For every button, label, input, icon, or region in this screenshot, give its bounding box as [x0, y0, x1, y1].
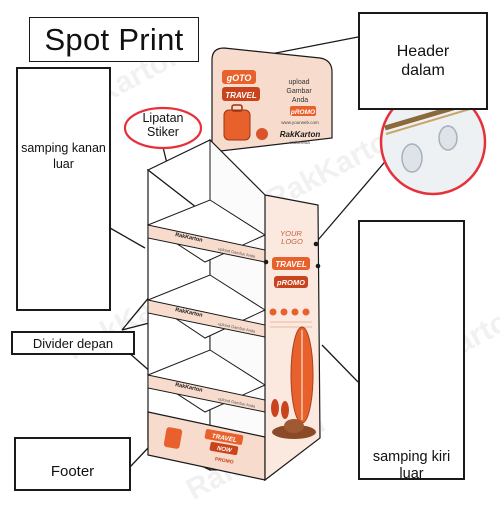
social-icon-3: [291, 308, 299, 316]
header-upload-line2: Gambar: [286, 88, 312, 95]
header-upload-line3: Anda: [292, 97, 308, 104]
footer-travel-text: TRAVEL: [211, 433, 237, 444]
title-box: Spot Print: [29, 17, 199, 62]
zoom-cardboard-edge-inner: [385, 105, 481, 135]
lipatan-stiker-label: Lipatan Stiker: [142, 111, 184, 140]
side-your-logo-text: YOUR LOGO: [280, 229, 304, 246]
leader-samping-kiri: [321, 344, 359, 383]
samping-kanan-luar-box: samping kanan luar: [16, 67, 111, 311]
footer-travel-badge: [204, 429, 244, 445]
side-your-logo-line2: LOGO: [281, 237, 303, 246]
footer-now-text: NOW: [216, 446, 233, 455]
leader-zoom: [317, 149, 396, 241]
social-icon-1: [269, 308, 277, 316]
header-goto-badge: [222, 70, 256, 84]
hat-crown-icon: [284, 419, 304, 433]
social-icon-4: [302, 308, 310, 316]
zoom-hook-icon: [401, 143, 423, 173]
side-your-logo-line1: YOUR: [280, 229, 302, 238]
zoom-hook-icon: [438, 125, 458, 151]
header-promo-text: pROMO: [290, 109, 315, 116]
bag-icon: [256, 128, 268, 140]
footer-promo-text: PROMO: [214, 456, 234, 465]
social-icon-2: [280, 308, 288, 316]
samping-kiri-luar-box: samping kiri luar: [358, 220, 465, 482]
header-promo-badge: [290, 106, 316, 116]
divider-depan-label: Divider depan: [32, 335, 114, 351]
header-travel-text: TRAVEL: [225, 91, 257, 100]
sandal-icon-left: [271, 399, 279, 417]
divider-2-brand: RakKarton: [175, 307, 204, 319]
header-upload-line1: upload: [289, 79, 310, 86]
side-travel-text: TRAVEL: [275, 260, 307, 269]
footer-box: Footer: [14, 437, 131, 491]
footer-suitcase-icon: [163, 427, 183, 449]
divider-depan-box: Divider depan: [11, 331, 135, 355]
suitcase-icon: [223, 109, 251, 141]
header-travel-badge: [222, 87, 260, 101]
header-dalam-label: Header dalam: [396, 42, 450, 79]
header-goto-text: gOTO: [226, 73, 252, 83]
suitcase-handle-icon: [231, 104, 243, 112]
header-upload-text: upload Gambar Anda: [286, 79, 313, 104]
lipatan-stiker-ellipse: [123, 106, 203, 150]
header-dalam-box: Header dalam: [358, 12, 488, 110]
leader-samping-kanan: [109, 227, 146, 249]
divider-3-brand: RakKarton: [175, 382, 204, 394]
header-brand-text: RakKarton: [280, 130, 321, 139]
footer-now-badge: [209, 441, 239, 456]
footer-label: Footer: [50, 462, 95, 480]
side-promo-badge: [274, 276, 308, 288]
marker-dot: [263, 259, 269, 265]
side-promo-text: pROMO: [276, 278, 305, 287]
page-title: Spot Print: [44, 21, 184, 57]
side-travel-badge: [272, 257, 310, 270]
samping-kanan-luar-label: samping kanan luar: [21, 141, 106, 171]
marker-dot: [315, 263, 321, 269]
header-brand-sub: Indonesia: [290, 140, 310, 145]
divider-1-brand: RakKarton: [175, 232, 204, 244]
samping-kiri-luar-label: samping kiri luar: [372, 449, 451, 483]
marker-dot: [313, 241, 319, 247]
sandal-icon-right: [281, 401, 289, 419]
header-website-text: www.yourweb.com: [281, 120, 319, 125]
